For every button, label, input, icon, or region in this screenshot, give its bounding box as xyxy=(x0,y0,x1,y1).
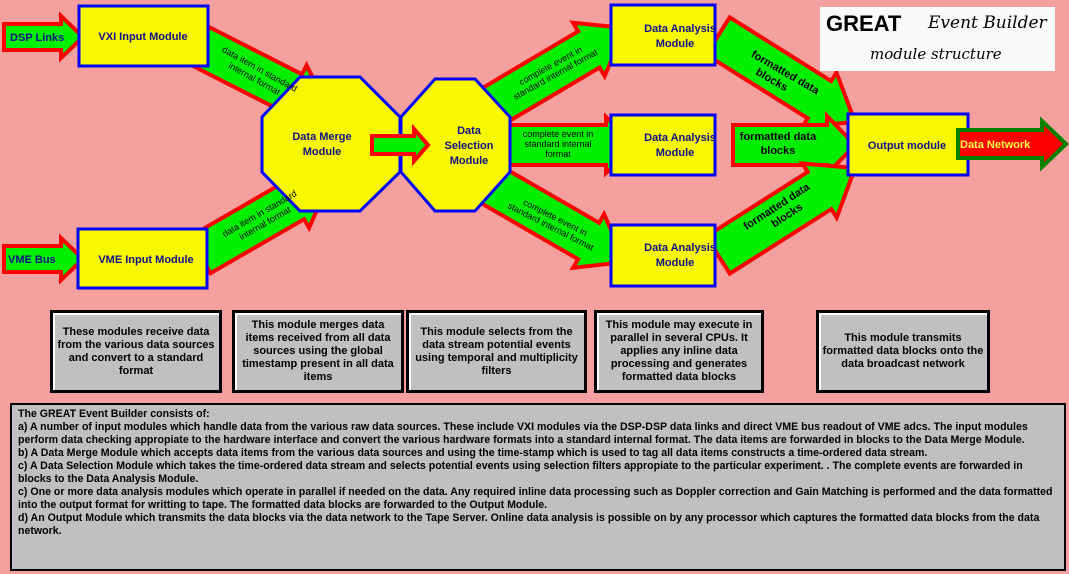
svg-text:blocks: blocks xyxy=(761,145,796,157)
diagram: VXI Input Module VME Input Module Data M… xyxy=(2,3,1069,290)
analysis-1-label-1: Data Analysis xyxy=(644,23,716,35)
analysis-3-label-1: Data Analysis xyxy=(644,242,716,254)
data-network-label: Data Network xyxy=(960,139,1031,151)
analysis-2-label-2: Module xyxy=(656,147,695,159)
vme-label: VME Input Module xyxy=(98,254,193,266)
analysis-3-label-2: Module xyxy=(656,257,695,269)
summary-text: The GREAT Event Builder consists of: a) … xyxy=(10,403,1066,571)
summary-intro: The GREAT Event Builder consists of: xyxy=(18,408,210,420)
data-analysis-module-2 xyxy=(609,113,717,177)
selection-label-2: Selection xyxy=(445,140,494,152)
summary-a: a) A number of input modules which handl… xyxy=(18,421,1028,446)
data-network-arrow xyxy=(956,116,1069,172)
summary-c2: c) One or more data analysis modules whi… xyxy=(18,486,1053,511)
analysis-1-label-2: Module xyxy=(656,38,695,50)
title-box: GREAT Event Builder module structure xyxy=(820,7,1055,71)
vxi-label: VXI Input Module xyxy=(98,31,187,43)
output-label: Output module xyxy=(868,140,946,152)
data-analysis-module-3 xyxy=(609,223,717,288)
data-analysis-module-1 xyxy=(609,3,717,67)
selection-label-1: Data xyxy=(457,125,482,137)
input-modules-description: These modules receive data from the vari… xyxy=(50,310,222,393)
summary-b: b) A Data Merge Module which accepts dat… xyxy=(18,447,928,459)
output-module-description: This module transmits formatted data blo… xyxy=(816,310,990,393)
analysis-3-to-output-arrow xyxy=(703,161,858,277)
output-module xyxy=(846,112,970,177)
vme-input-module xyxy=(76,227,209,290)
vxi-input-module xyxy=(77,4,210,68)
analysis-module-description: This module may execute in parallel in s… xyxy=(594,310,764,393)
vme-bus-label: VME Bus xyxy=(8,254,56,266)
svg-text:format: format xyxy=(545,149,571,159)
dsp-links-label: DSP Links xyxy=(10,32,64,44)
selection-module-description: This module selects from the data stream… xyxy=(406,310,587,393)
analysis-2-output-label: formatted data blocks xyxy=(740,131,817,157)
selection-to-analysis-1-arrow xyxy=(476,20,628,129)
summary-c: c) A Data Selection Module which takes t… xyxy=(18,460,1023,485)
svg-text:standard internal: standard internal xyxy=(524,139,591,149)
data-merge-module xyxy=(260,75,402,213)
svg-text:complete event in: complete event in xyxy=(523,129,594,139)
merge-label-2: Module xyxy=(303,146,342,158)
dsp-links-arrow xyxy=(2,11,86,63)
vme-bus-arrow xyxy=(2,233,86,285)
title-subtitle: module structure xyxy=(870,45,1002,63)
svg-text:formatted data: formatted data xyxy=(740,131,817,143)
title-script: Event Builder xyxy=(928,13,1047,33)
selection-label-3: Module xyxy=(450,155,489,167)
summary-d: d) An Output Module which transmits the … xyxy=(18,512,1040,537)
title-main: GREAT xyxy=(826,11,902,36)
analysis-2-label-1: Data Analysis xyxy=(644,132,716,144)
merge-to-selection-arrow xyxy=(370,123,431,167)
selection-analysis-2-label: complete event in standard internal form… xyxy=(523,129,594,159)
merge-label-1: Data Merge xyxy=(292,131,351,143)
analysis-1-to-output-arrow xyxy=(703,14,858,130)
merge-module-description: This module merges data items received f… xyxy=(232,310,404,393)
